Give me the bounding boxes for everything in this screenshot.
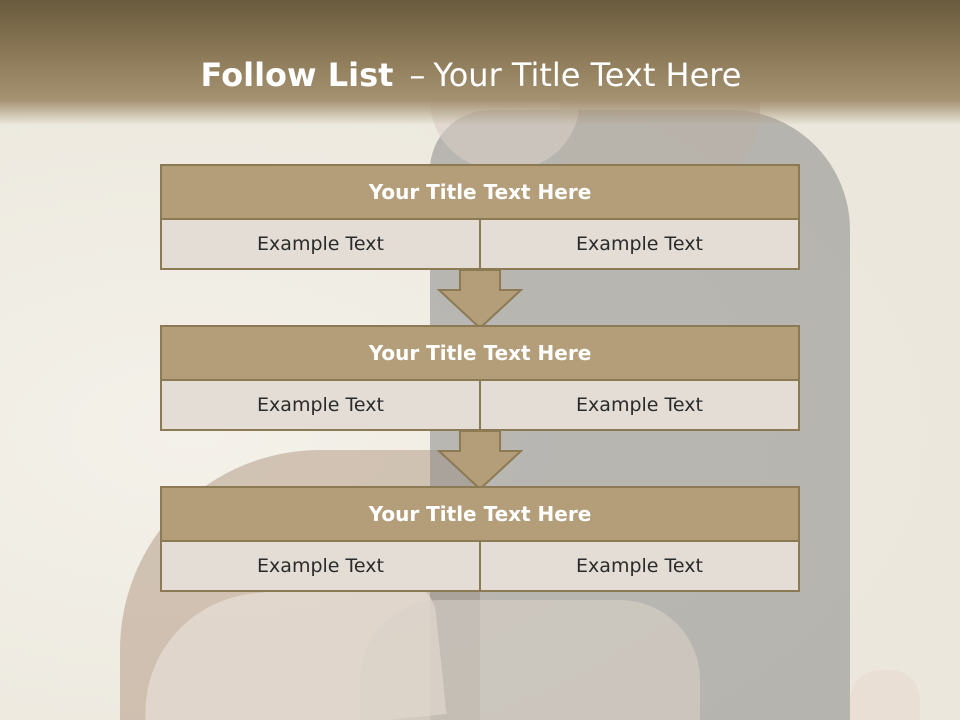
header-band bbox=[0, 0, 960, 125]
slide-title-bold: Follow List bbox=[200, 56, 394, 94]
follow-block-2: Your Title Text Here Example Text Exampl… bbox=[160, 325, 800, 431]
block-cell-right: Example Text bbox=[479, 220, 798, 268]
block-row: Example Text Example Text bbox=[160, 381, 800, 431]
photo-foot bbox=[850, 670, 920, 720]
down-arrow-icon bbox=[437, 269, 523, 330]
block-title: Your Title Text Here bbox=[160, 486, 800, 542]
slide-title-separator: – bbox=[409, 56, 426, 94]
down-arrow-icon bbox=[437, 430, 523, 491]
follow-block-1: Your Title Text Here Example Text Exampl… bbox=[160, 164, 800, 270]
follow-block-3: Your Title Text Here Example Text Exampl… bbox=[160, 486, 800, 592]
block-row: Example Text Example Text bbox=[160, 542, 800, 592]
block-title: Your Title Text Here bbox=[160, 164, 800, 220]
block-title: Your Title Text Here bbox=[160, 325, 800, 381]
block-cell-left: Example Text bbox=[162, 220, 479, 268]
block-row: Example Text Example Text bbox=[160, 220, 800, 270]
block-cell-right: Example Text bbox=[479, 542, 798, 590]
photo-person-arm-right bbox=[360, 600, 700, 720]
block-cell-right: Example Text bbox=[479, 381, 798, 429]
block-cell-left: Example Text bbox=[162, 542, 479, 590]
block-cell-left: Example Text bbox=[162, 381, 479, 429]
slide-title: Follow List–Your Title Text Here bbox=[0, 55, 942, 95]
slide-title-rest: Your Title Text Here bbox=[433, 56, 742, 94]
